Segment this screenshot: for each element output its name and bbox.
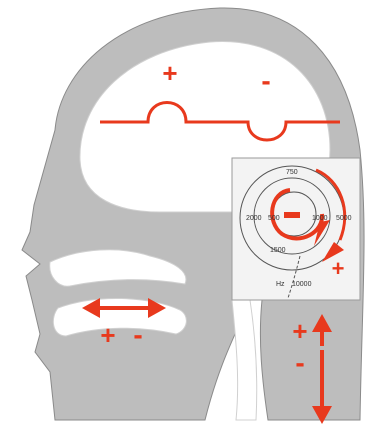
throat-minus-sign: - (295, 347, 304, 378)
freq-500: 500 (268, 215, 280, 222)
freq-5000: 5000 (336, 215, 352, 222)
cochlea-plus-sign: + (332, 256, 345, 281)
mouth-minus-sign: - (133, 319, 142, 350)
freq-1000: 1000 (312, 215, 328, 222)
mouth-plus-sign: + (100, 320, 115, 350)
brain-plus-sign: + (162, 58, 177, 88)
freq-hz: Hz (276, 281, 285, 288)
center-minus-mark (284, 212, 300, 218)
cochlea-inset: + 750 2000 500 1000 5000 1500 Hz 10000 (232, 158, 360, 300)
throat-plus-sign: + (292, 316, 307, 346)
freq-750: 750 (286, 169, 298, 176)
brain-minus-sign: - (261, 65, 270, 96)
freq-2000: 2000 (246, 215, 262, 222)
freq-1500: 1500 (270, 247, 286, 254)
throat-channel (232, 300, 257, 420)
freq-10000: 10000 (292, 281, 312, 288)
